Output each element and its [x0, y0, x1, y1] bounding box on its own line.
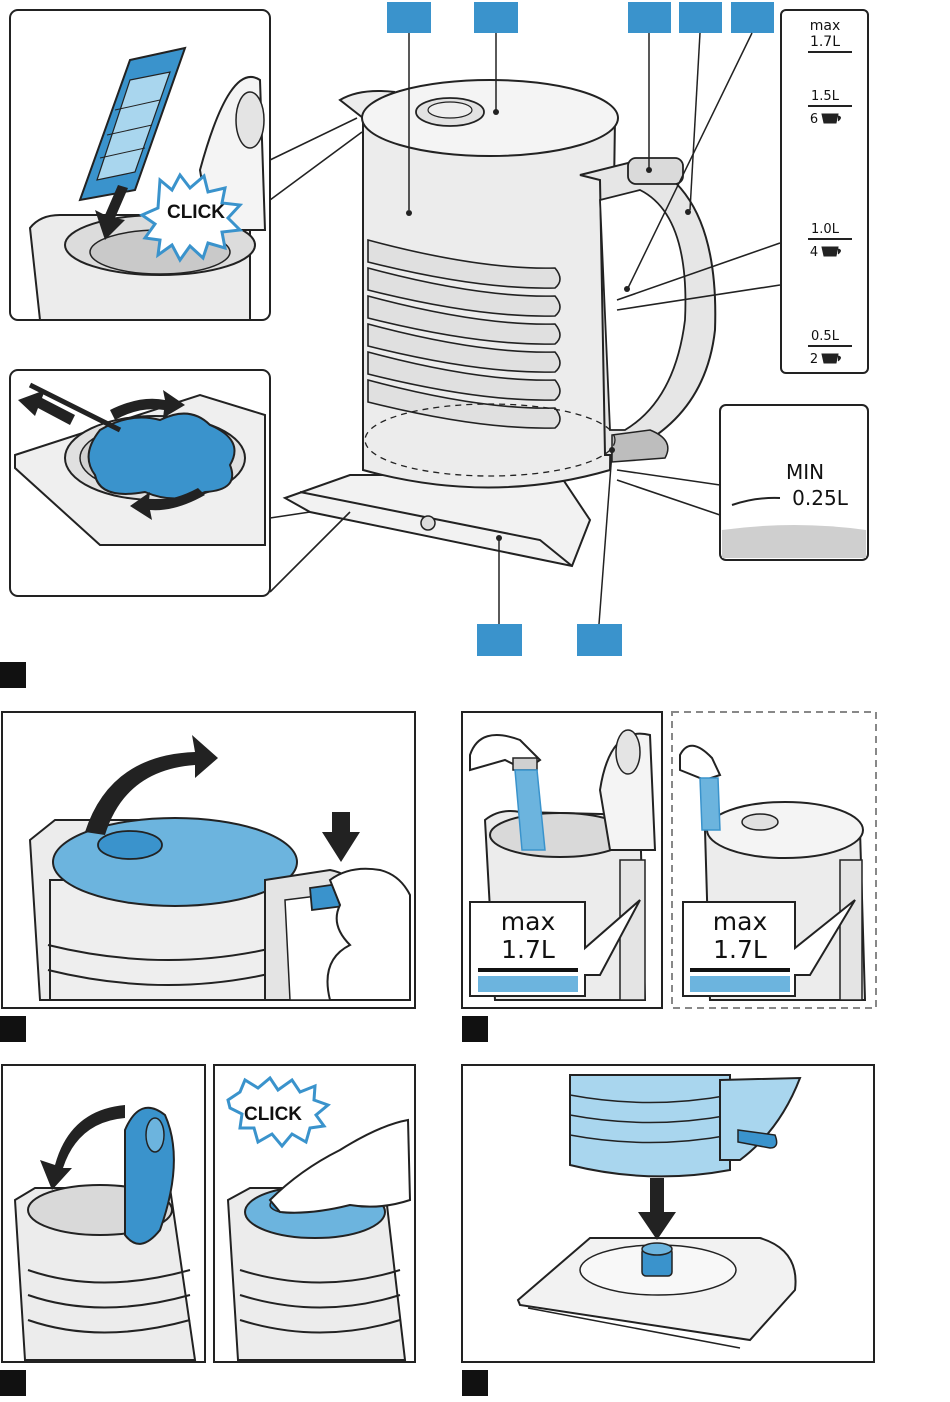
- kettle-lid: [362, 80, 618, 156]
- step-open-lid: [2, 712, 415, 1008]
- on-off-switch: [612, 430, 668, 462]
- step-fill-water: max 1.7L max 1.7L: [462, 712, 876, 1008]
- max-label: max: [713, 907, 767, 936]
- water-level-scale: max 1.7L 1.5L 6 1.0L 4 0.5L 2: [781, 10, 868, 373]
- max-label: max: [501, 907, 555, 936]
- scale-max-label: max: [810, 18, 841, 34]
- step-place-on-base: [462, 1065, 874, 1362]
- figure-number-box: [462, 1370, 488, 1396]
- figure-number-box: [462, 1016, 488, 1042]
- min-volume: 0.25L: [792, 486, 849, 510]
- min-level-inset: MIN 0.25L: [720, 405, 868, 560]
- scale-mark-volume: 0.5L: [811, 329, 840, 344]
- lid-release-button: [628, 158, 683, 184]
- scale-mark-cups: 6: [810, 112, 818, 127]
- min-label: MIN: [786, 460, 824, 484]
- figure-number-box: [0, 662, 26, 688]
- inset-filter: CLICK: [10, 10, 362, 320]
- scale-mark-volume: 1.5L: [811, 89, 840, 104]
- max-volume: 1.7L: [713, 935, 767, 964]
- max-volume: 1.7L: [501, 935, 555, 964]
- figure-number-box: [0, 1016, 26, 1042]
- overview-figure: CLICK max 1.7L 1.5L 6: [10, 2, 868, 656]
- scale-mark-volume: 1.0L: [811, 222, 840, 237]
- scale-max-volume: 1.7L: [810, 34, 840, 50]
- inset-base: [10, 370, 350, 596]
- click-label: CLICK: [244, 1104, 302, 1125]
- scale-mark-cups: 4: [810, 245, 818, 260]
- water-stream-2: [700, 778, 720, 830]
- figure-number-box: [0, 1370, 26, 1396]
- click-label: CLICK: [167, 202, 225, 223]
- scale-mark-cups: 2: [810, 352, 818, 367]
- step-close-lid: CLICK: [2, 1065, 415, 1362]
